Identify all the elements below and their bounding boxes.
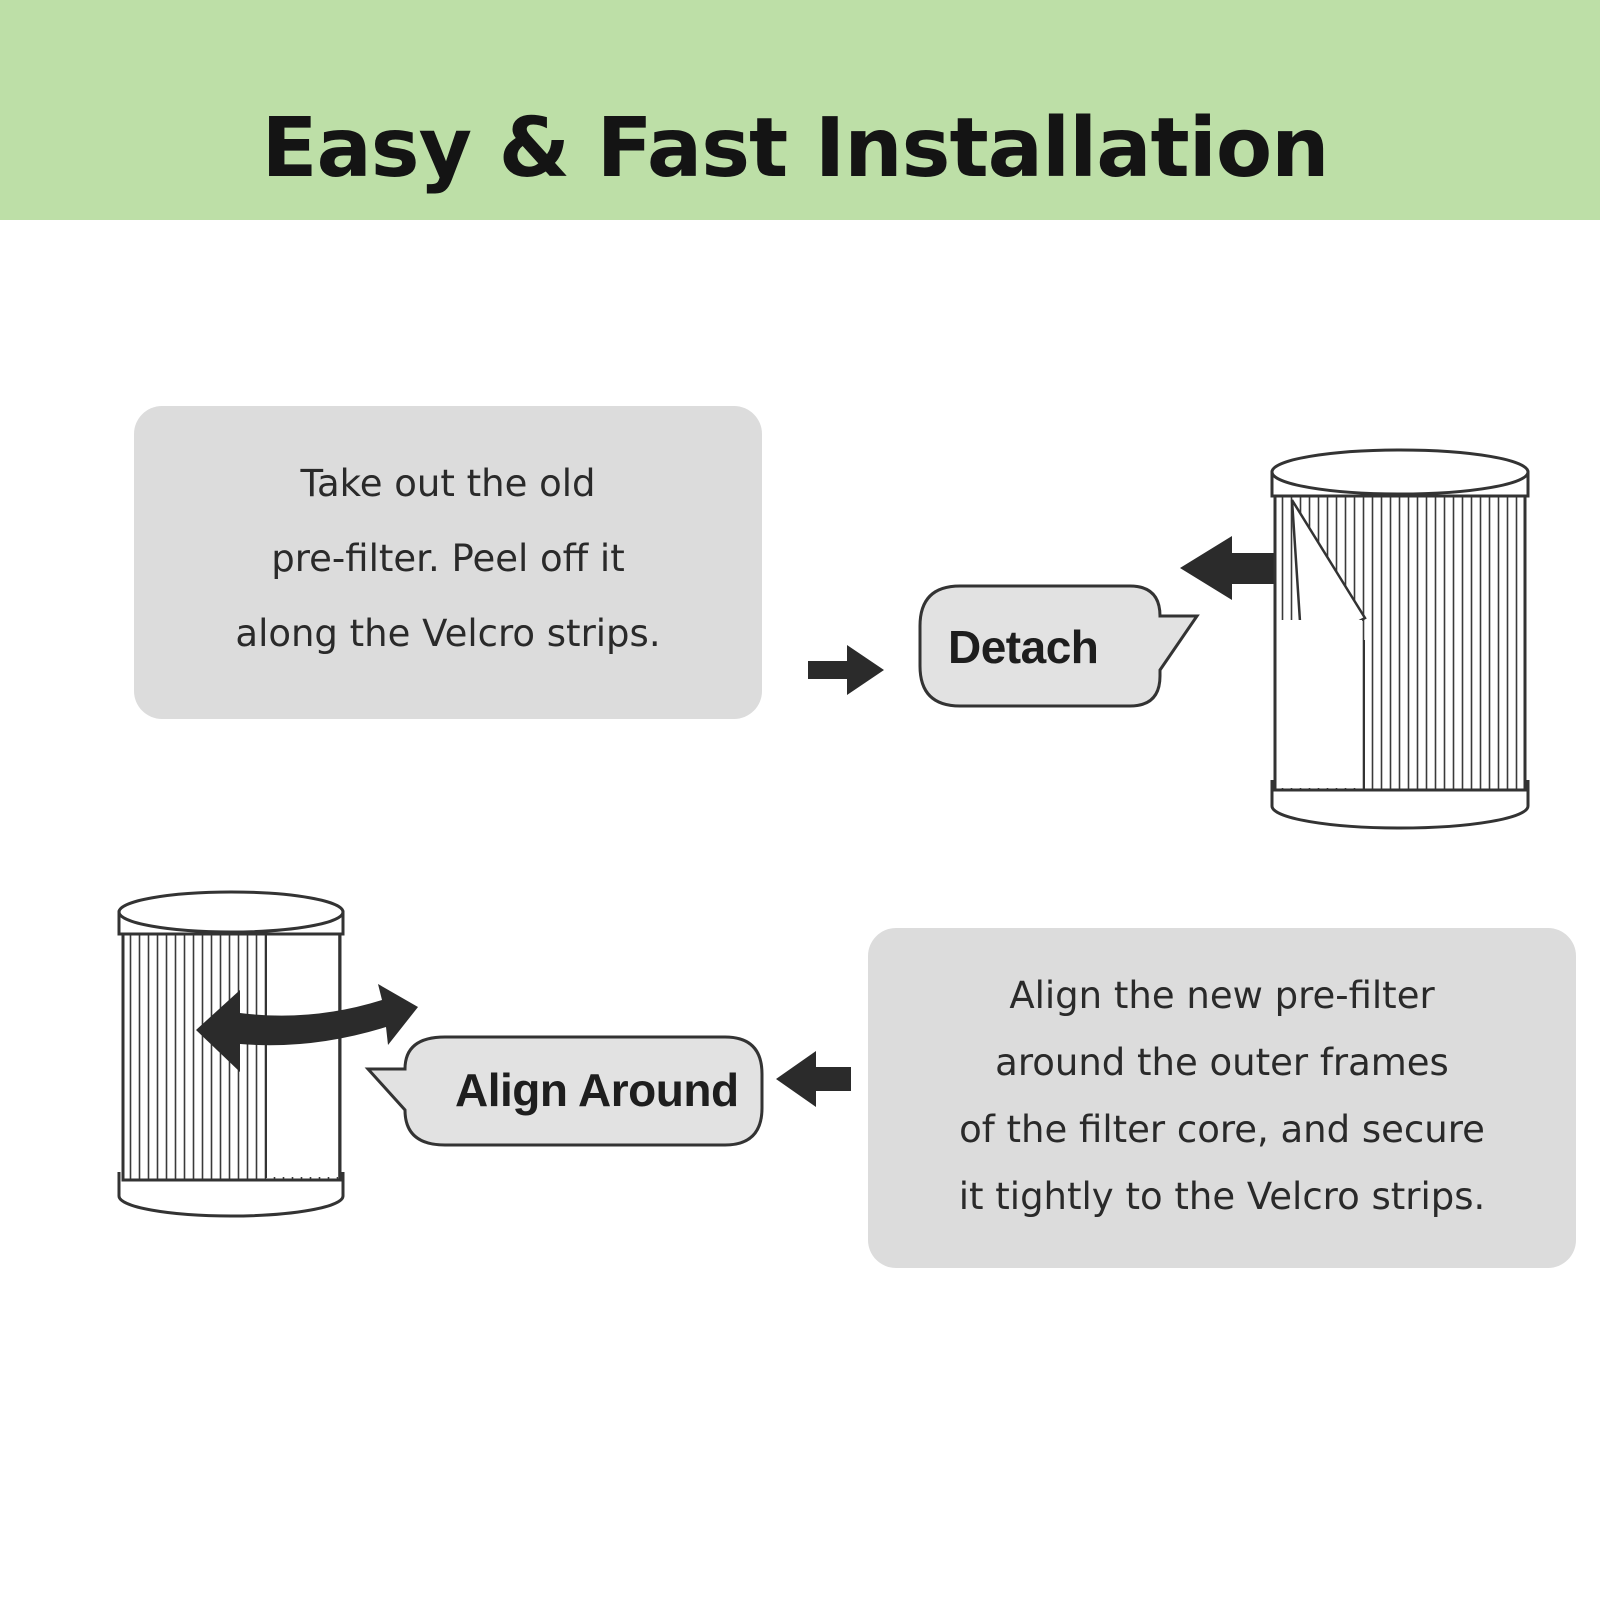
step-2-instruction-box: Align the new pre-filter around the oute… — [868, 928, 1576, 1268]
detach-speech-bubble — [918, 584, 1200, 708]
page-title: Easy & Fast Installation — [261, 101, 1329, 196]
left-arrow-icon — [1180, 536, 1286, 600]
step-1-instruction-box: Take out the old pre-filter. Peel off it… — [134, 406, 762, 719]
step-1-instruction-text: Take out the old pre-filter. Peel off it… — [235, 462, 661, 655]
right-arrow-icon — [808, 645, 884, 695]
cylinder-filter-icon — [1270, 448, 1530, 830]
step-2-instruction-text: Align the new pre-filter around the oute… — [958, 974, 1486, 1218]
left-arrow-icon — [776, 1051, 851, 1107]
align-around-label: Align Around — [455, 1064, 739, 1116]
detach-label: Detach — [948, 621, 1099, 673]
align-around-speech-bubble — [364, 1035, 764, 1147]
double-headed-curved-arrow-icon — [196, 984, 418, 1072]
header-banner: Easy & Fast Installation — [0, 0, 1600, 220]
